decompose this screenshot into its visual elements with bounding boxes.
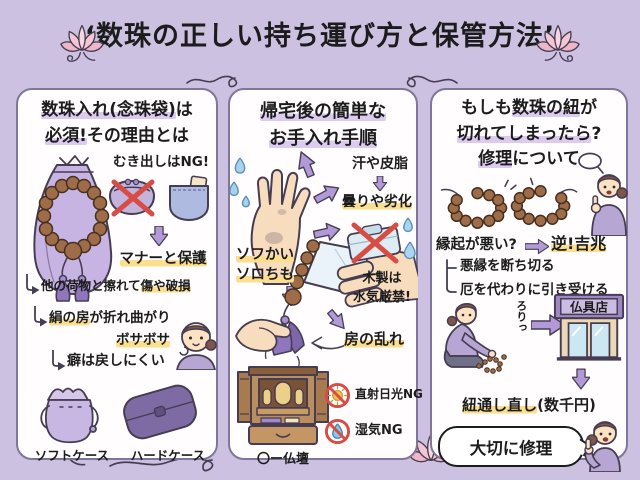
no-sunlight-icon (324, 382, 351, 409)
down-arrow-icon (373, 176, 387, 191)
title-highlight: 必須! (45, 125, 87, 146)
no-sunlight-label: 直射日光NG (355, 387, 423, 401)
wiping-beads-illustration (235, 239, 418, 369)
bullet-tassel-bend: 絹の房が折れ曲がり (49, 310, 171, 326)
right-arrow-icon (525, 238, 549, 255)
panel-care-steps: 帰宅後の簡単な お手入れ手順 汗や皮脂 曇りや劣化 (228, 88, 423, 467)
wet-wipe-ng-icon (346, 217, 416, 264)
manner-protection-label: マナーと保護 (119, 251, 207, 267)
buddhist-altar-illustration (237, 366, 329, 445)
swirl-decoration (109, 456, 214, 472)
swirl-decoration (186, 75, 238, 88)
soft-case-label: ソフトケース (34, 448, 110, 463)
hard-case-illustration (123, 384, 197, 440)
altar-label: 〇ー仏壇 (256, 452, 309, 467)
pocket-icon (169, 175, 209, 221)
lotus-icon (536, 24, 580, 62)
buddhist-shop-illustration: 仏具店 (553, 293, 625, 361)
bullet-hard-to-fix: 癖は戻しにくい (67, 353, 165, 369)
bad-omen-question: 縁起が悪い? (436, 237, 517, 253)
panel-left-title: 数珠入れ(念珠袋)は 必須!その理由とは (41, 100, 193, 146)
shop-sign-text: 仏具店 (570, 299, 608, 314)
tassel-disarray-label: 房の乱れ (343, 330, 404, 348)
coin-purse-ng-icon (108, 178, 156, 217)
panel-pouch-necessity: 数珠入れ(念珠袋)は 必須!その理由とは (16, 88, 218, 463)
cut-bad-ties-label: 悪縁を断ち切る (460, 258, 555, 274)
hook-arrow-icon (34, 306, 48, 327)
kneeling-woman-illustration (443, 303, 507, 374)
broken-beads-illustration (440, 177, 578, 229)
soft-cloth-label-1: ソフかい (236, 247, 294, 263)
down-arrow-icon (572, 368, 590, 390)
soft-cloth-label-2: ソロちも (236, 267, 294, 283)
woman-face-illustration (176, 322, 217, 370)
hard-case-label: ハードケース (130, 448, 206, 463)
wood-no-moisture-label: 木製は 水気厳禁! (353, 271, 411, 305)
panel-broken-string-repair: もしも数珠の紐が 切れてしまったら? 修理について (430, 88, 628, 472)
bullet-scratch-damage: 他の荷物と擦れて傷や破損 (41, 278, 191, 293)
bead-scatter-sfx: ろりっ (514, 300, 528, 333)
bracket-lines (446, 259, 457, 293)
lotus-icon (60, 24, 104, 62)
woman-pointing-illustration (584, 421, 621, 472)
naked-ng-label: むき出しはNG! (112, 154, 210, 170)
title-highlight: 数珠入れ(念珠袋) (41, 100, 176, 120)
beads-pouch-illustration (33, 155, 113, 302)
restring-cost-label: 紐通し直し(数千円) (462, 396, 596, 414)
page-title: ‘数珠の正しい持ち運び方と保管方法’ (84, 21, 556, 52)
hook-arrow-icon (26, 274, 40, 295)
cloud-deterioration-label: 曇りや劣化 (342, 194, 412, 210)
repair-with-care-bubble: 大切に修理 (438, 426, 592, 467)
right-arrow-icon (531, 314, 565, 336)
no-humidity-icon (324, 418, 351, 445)
no-humidity-label: 湿気NG (355, 423, 403, 438)
woman-pointing-illustration (578, 152, 628, 236)
sweat-sebum-label: 汗や皮脂 (352, 156, 408, 172)
good-omen-answer: 逆!吉兆 (551, 234, 607, 253)
panel-right-title: もしも数珠の紐が 切れてしまったら? 修理について (456, 98, 602, 169)
soft-case-illustration (40, 387, 99, 444)
swirl-decoration (406, 75, 458, 88)
bullet-tassel-frizzy: ボサボサ (116, 332, 170, 348)
down-arrow-icon (150, 226, 168, 246)
panel-mid-title: 帰宅後の簡単な お手入れ手順 (260, 101, 386, 149)
hook-arrow-icon (52, 350, 66, 371)
